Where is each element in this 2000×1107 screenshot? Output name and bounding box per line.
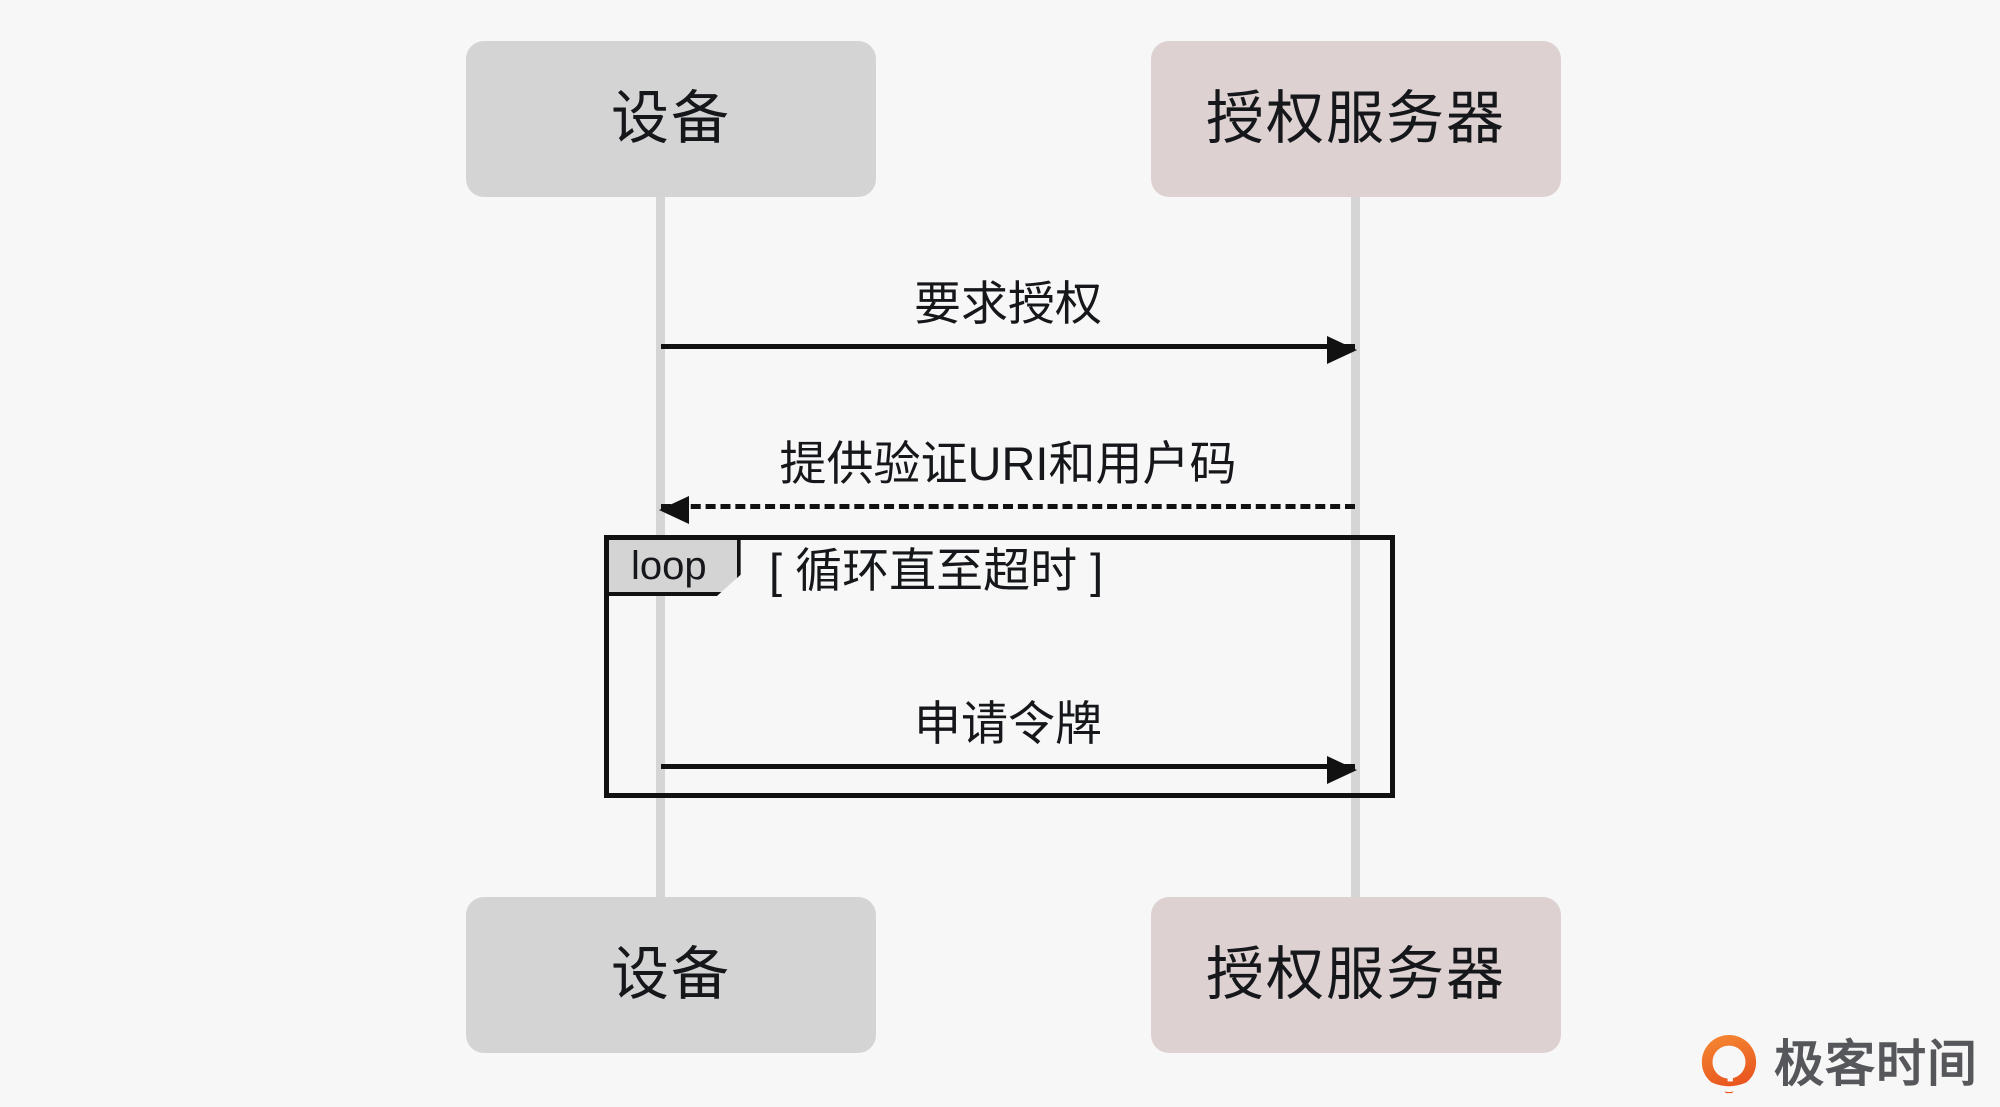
geektime-logo-icon [1701,1034,1757,1094]
message-label-request-token: 申请令牌 [914,697,1102,751]
participant-box-auth-server-bottom[interactable]: 授权服务器 [1151,897,1561,1053]
participant-label-auth-server-top: 授权服务器 [1205,86,1506,151]
participant-label-device-bottom: 设备 [610,942,731,1007]
participant-box-auth-server-top[interactable]: 授权服务器 [1151,41,1561,197]
arrow-head-right-icon [1327,756,1357,784]
arrow-head-left-icon [659,496,689,524]
brand-logo: 极客时间 [1698,1033,1978,1095]
brand-name: 极客时间 [1774,1036,1978,1092]
message-label-request-auth: 要求授权 [914,277,1102,331]
arrow-head-right-icon [1327,336,1357,364]
message-label-provide-uri: 提供验证URI和用户码 [779,437,1237,491]
message-line-request-auth [661,336,1357,364]
lifeline-auth-server [1351,196,1360,897]
message-line-provide-uri [659,496,1355,524]
participant-label-auth-server-bottom: 授权服务器 [1205,942,1506,1007]
loop-fragment-condition: [ 循环直至超时 ] [769,543,1104,597]
loop-fragment-tag: loop [609,540,741,596]
participant-box-device-top[interactable]: 设备 [466,41,876,197]
loop-fragment[interactable]: loop [ 循环直至超时 ] [604,535,1395,798]
participant-label-device-top: 设备 [610,86,731,151]
loop-fragment-tag-label: loop [631,544,707,588]
message-line-request-token [661,756,1357,784]
participant-box-device-bottom[interactable]: 设备 [466,897,876,1053]
